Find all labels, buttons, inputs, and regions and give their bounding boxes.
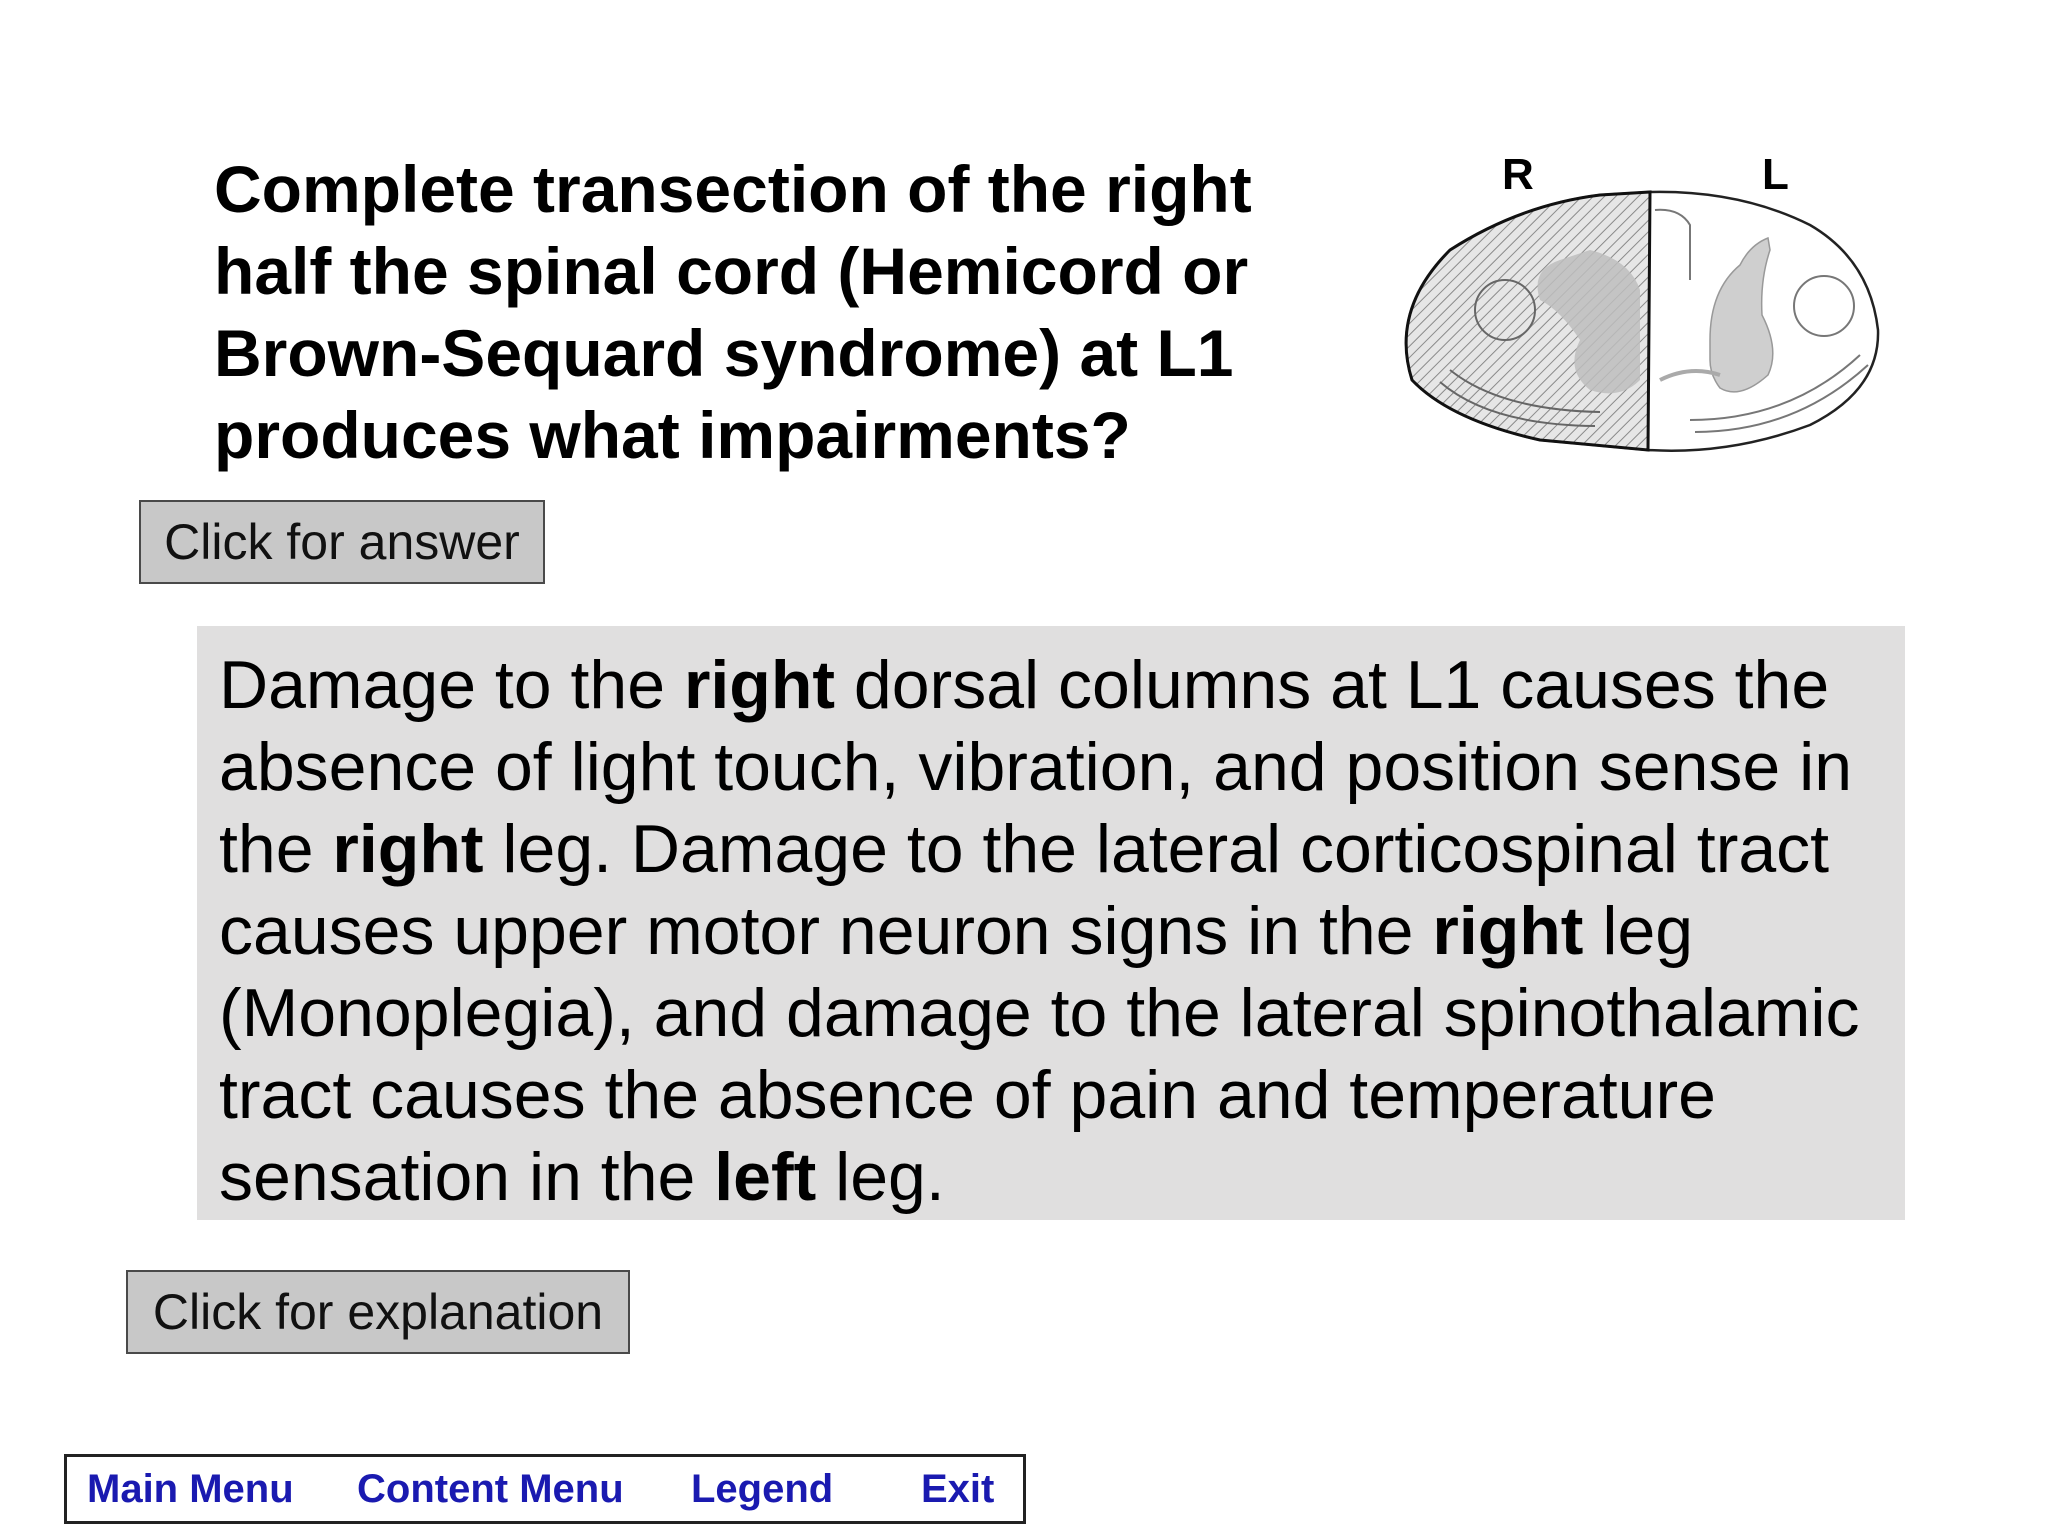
question-line: Complete transection of the right	[214, 152, 1252, 226]
answer-line: sensation in the left leg.	[219, 1136, 1905, 1218]
navigation-bar: Main Menu Content Menu Legend Exit	[64, 1454, 1026, 1524]
question-line: half the spinal cord (Hemicord or	[214, 234, 1249, 308]
answer-panel: Damage to the right dorsal columns at L1…	[197, 626, 1905, 1220]
answer-text: causes upper motor neuron signs in the	[219, 893, 1433, 969]
answer-emphasis: right	[1432, 893, 1584, 969]
lesion-boundary	[1404, 190, 1652, 452]
content-menu-link[interactable]: Content Menu	[357, 1467, 624, 1511]
diagram-label-right: R	[1502, 150, 1534, 199]
click-for-answer-button[interactable]: Click for answer	[139, 500, 545, 584]
diagram-label-left: L	[1762, 150, 1789, 199]
answer-text: absence of light touch, vibration, and p…	[219, 729, 1853, 805]
main-menu-link[interactable]: Main Menu	[87, 1467, 294, 1511]
spinal-cord-cross-section-diagram	[1404, 190, 1880, 452]
legend-link[interactable]: Legend	[691, 1467, 834, 1511]
answer-emphasis: right	[683, 647, 836, 723]
exit-link[interactable]: Exit	[921, 1467, 995, 1511]
answer-line: the right leg. Damage to the lateral cor…	[219, 808, 1905, 890]
answer-text: (Monoplegia), and damage to the lateral …	[219, 975, 1860, 1051]
answer-text: tract causes the absence of pain and tem…	[219, 1057, 1716, 1133]
answer-text: leg. Damage to the lateral corticospinal…	[483, 811, 1830, 887]
answer-line: (Monoplegia), and damage to the lateral …	[219, 972, 1905, 1054]
answer-text: the	[219, 811, 333, 887]
question-line: produces what impairments?	[214, 398, 1131, 472]
answer-text: dorsal columns at L1 causes the	[835, 647, 1830, 723]
answer-text: sensation in the	[219, 1139, 715, 1215]
question-line: Brown-Sequard syndrome) at L1	[214, 316, 1234, 390]
click-for-explanation-button[interactable]: Click for explanation	[126, 1270, 630, 1354]
answer-line: tract causes the absence of pain and tem…	[219, 1054, 1905, 1136]
answer-line: causes upper motor neuron signs in the r…	[219, 890, 1905, 972]
answer-emphasis: right	[332, 811, 484, 887]
answer-line: Damage to the right dorsal columns at L1…	[219, 644, 1905, 726]
answer-text: leg.	[816, 1139, 945, 1215]
answer-text: Damage to the	[219, 647, 684, 723]
answer-line: absence of light touch, vibration, and p…	[219, 726, 1905, 808]
question-text: Complete transection of the right half t…	[214, 148, 1334, 476]
answer-text: leg	[1583, 893, 1694, 969]
answer-emphasis: left	[714, 1139, 817, 1215]
